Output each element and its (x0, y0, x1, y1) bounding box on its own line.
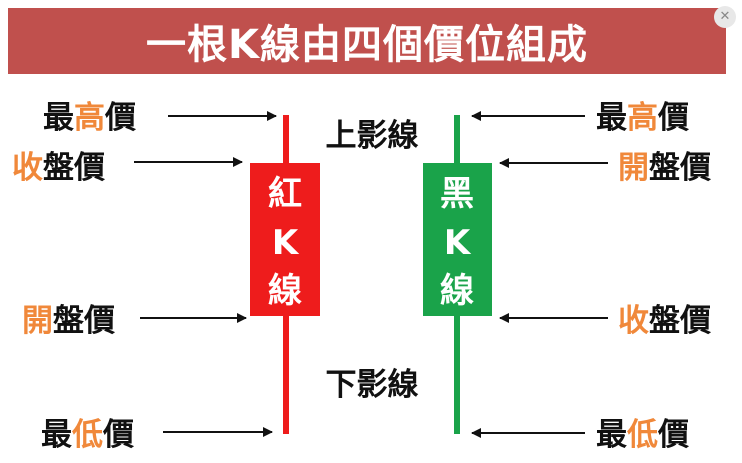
green-label-close: 收盤價 (618, 303, 711, 339)
red-label-low: 最低價 (41, 417, 134, 453)
red-label-close: 收盤價 (12, 150, 105, 186)
red-label-high: 最高價 (43, 100, 136, 136)
green-label-low: 最低價 (596, 417, 689, 453)
red-label-open: 開盤價 (22, 303, 115, 339)
page-title: 一根K線由四個價位組成 (146, 22, 588, 68)
green-label-high: 最高價 (596, 100, 689, 136)
lower-shadow-label: 下影線 (326, 367, 419, 403)
upper-shadow-label: 上影線 (326, 118, 419, 154)
red-body-line-3: 線 (268, 271, 302, 311)
green-body-line-3: 線 (440, 271, 474, 311)
close-icon[interactable]: ✕ (714, 6, 736, 28)
green-label-open: 開盤價 (618, 150, 711, 186)
red-body-line-2: K (272, 223, 300, 263)
green-body-line-2: K (444, 223, 472, 263)
red-body-line-1: 紅 (268, 174, 302, 214)
green-body-line-1: 黑 (440, 174, 474, 214)
title-banner: 一根K線由四個價位組成 (8, 8, 726, 74)
green-candle-body (423, 163, 492, 316)
red-candle-body (250, 163, 320, 316)
